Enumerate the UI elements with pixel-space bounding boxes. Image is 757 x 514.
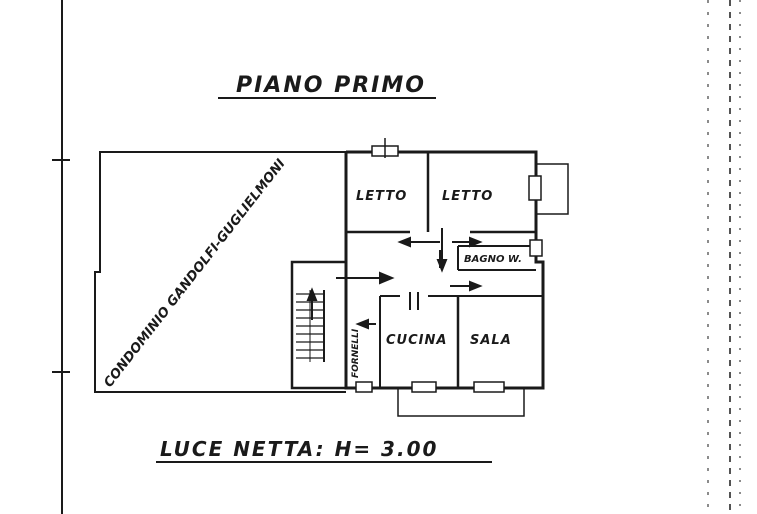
page-margins <box>52 0 741 514</box>
circulation-arrows <box>306 228 483 330</box>
apartment-walls <box>290 150 569 417</box>
room-label-letto-1: LETTO <box>356 189 407 204</box>
room-label-letto-2: LETTO <box>442 189 493 204</box>
room-label-fornelli: FORNELLI <box>351 328 361 378</box>
windows <box>355 138 543 393</box>
ceiling-height-note: LUCE NETTA: H= 3.00 <box>160 437 438 461</box>
plan-title: PIANO PRIMO <box>236 73 426 98</box>
neighbor-label: CONDOMINIO GANDOLFI-GUGLIELMONI <box>101 156 288 390</box>
room-label-sala: SALA <box>470 333 512 348</box>
room-label-bagno: BAGNO W. <box>464 254 522 265</box>
neighbor-building <box>94 151 346 393</box>
staircase <box>296 290 325 362</box>
room-label-cucina: CUCINA <box>386 333 447 348</box>
